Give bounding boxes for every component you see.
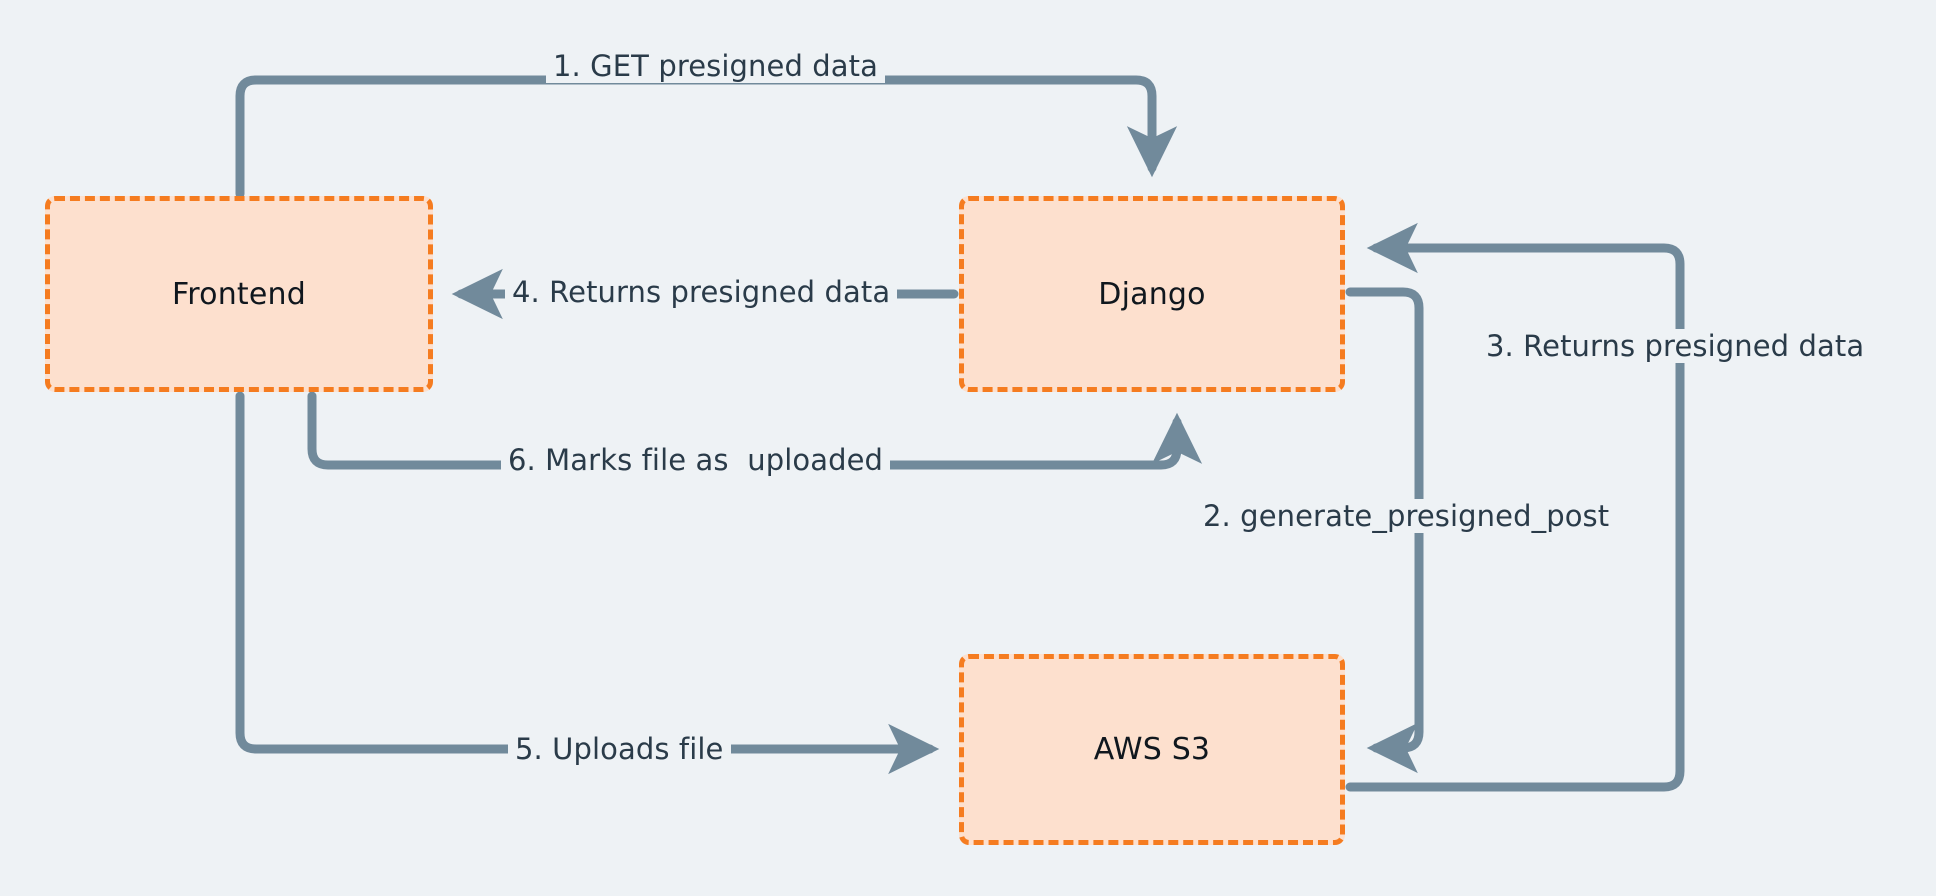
node-django[interactable]: Django	[959, 196, 1345, 392]
edge-label-step-2: 2. generate_presigned_post	[1196, 499, 1617, 533]
edge-label-step-3: 3. Returns presigned data	[1479, 329, 1872, 363]
node-frontend[interactable]: Frontend	[45, 196, 433, 392]
edge-label-step-1: 1. GET presigned data	[546, 49, 885, 83]
edge-label-step-6: 6. Marks file as uploaded	[501, 443, 891, 477]
node-django-label: Django	[1098, 276, 1206, 312]
node-frontend-label: Frontend	[172, 276, 306, 312]
node-aws-s3-label: AWS S3	[1093, 732, 1211, 767]
edge-label-step-4: 4. Returns presigned data	[505, 275, 898, 309]
edge-3-returns-presigned-data	[1345, 222, 1685, 792]
edge-5-uploads-file	[235, 391, 940, 775]
node-aws-s3[interactable]: AWS S3	[959, 654, 1345, 845]
edge-label-step-5: 5. Uploads file	[508, 732, 731, 766]
edge-1-get-presigned-data	[235, 75, 1178, 199]
